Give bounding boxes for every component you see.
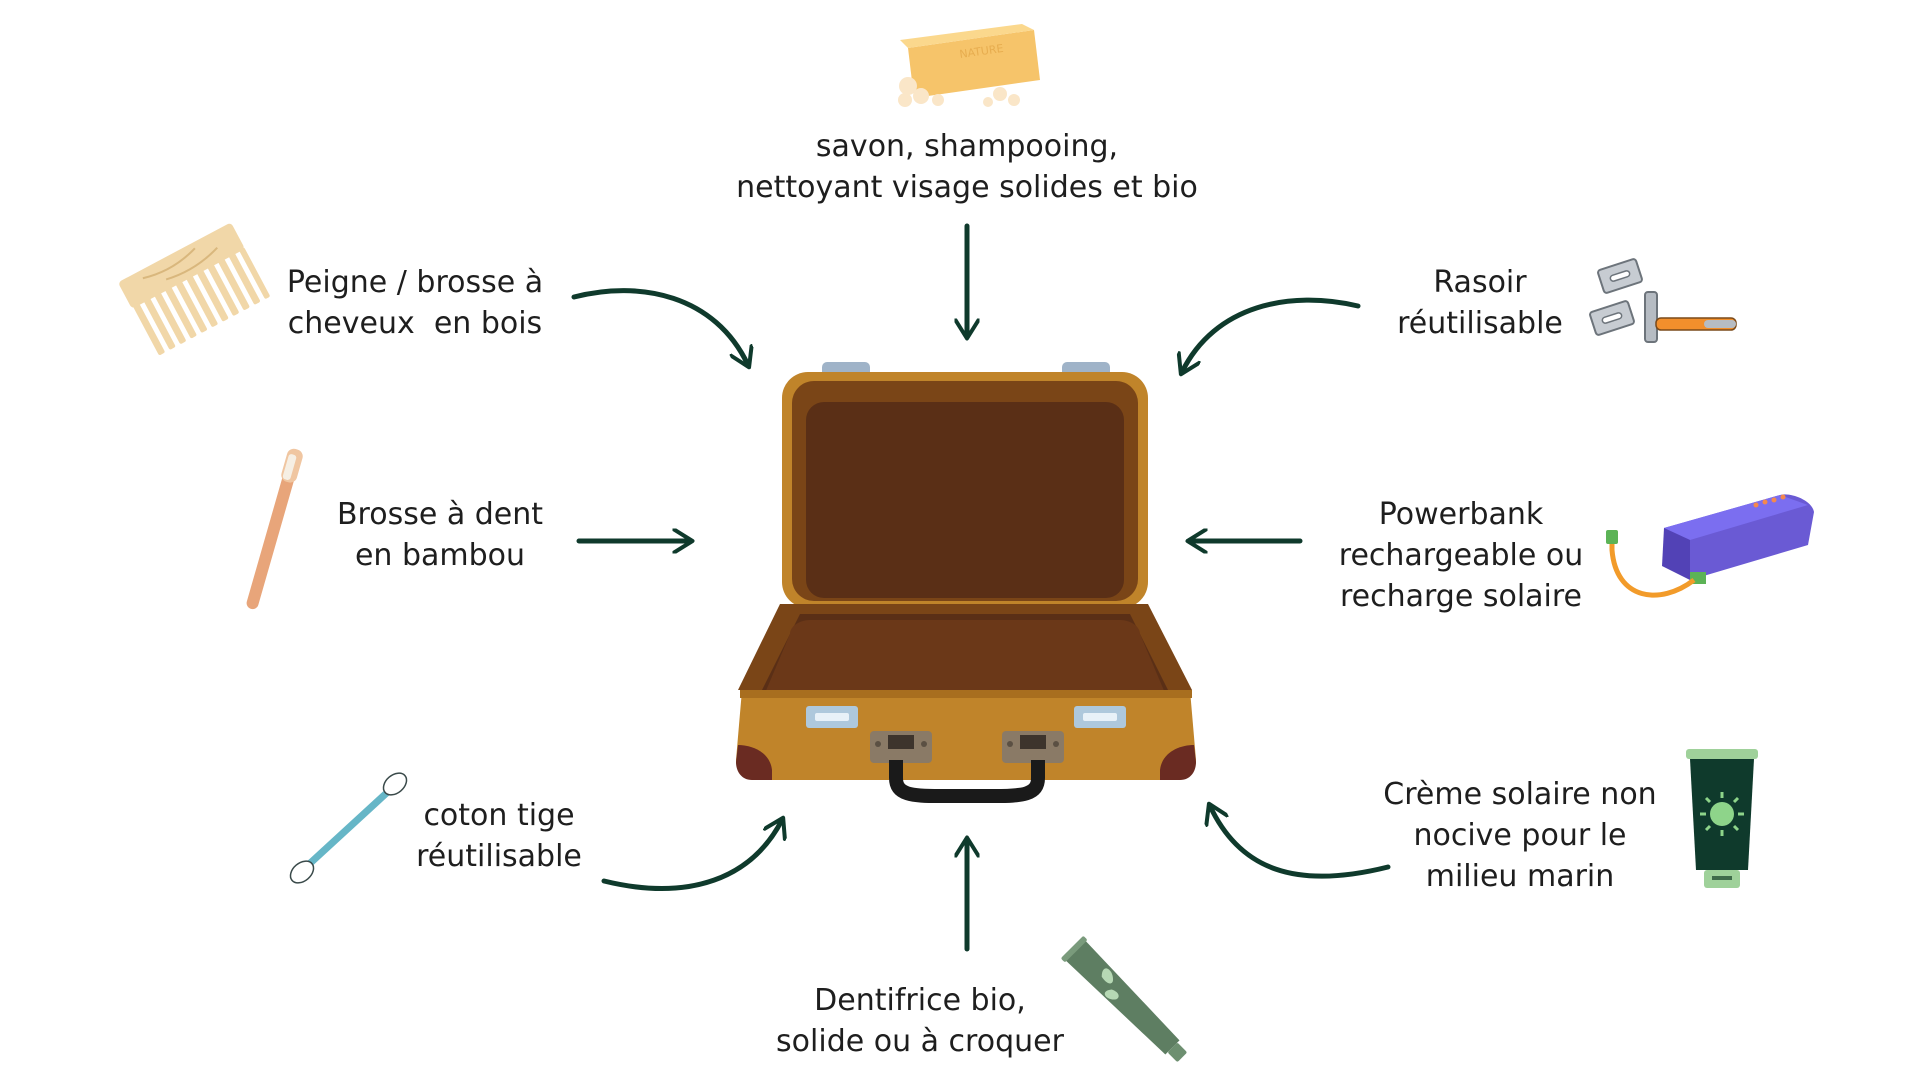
wooden-comb-icon (119, 223, 270, 355)
toothpaste-label-line-2: solide ou à croquer (776, 1024, 1064, 1059)
sunscreen-label-line-3: milieu marin (1425, 859, 1615, 894)
bamboo-toothbrush-icon (246, 448, 303, 610)
soap-bar-icon: NATURE (898, 24, 1040, 107)
safety-razor-icon (1589, 258, 1737, 343)
sunscreen-label: Crème solaire non nocive pour le milieu … (1370, 774, 1670, 897)
toothpaste-label: Dentifrice bio, solide ou à croquer (770, 980, 1070, 1062)
soap-label-line-2: nettoyant visage solides et bio (736, 170, 1198, 205)
sunscreen-label-line-2: nocive pour le (1413, 818, 1627, 853)
powerbank-label-line-1: Powerbank (1378, 497, 1544, 532)
cotton-swab-label-line-1: coton tige (423, 798, 575, 833)
sunscreen-label-line-1: Crème solaire non (1383, 777, 1657, 812)
powerbank-label-line-2: rechargeable ou (1338, 538, 1584, 573)
razor-label-line-2: réutilisable (1397, 306, 1563, 341)
comb-label-line-1: Peigne / brosse à (286, 265, 544, 300)
toothpaste-tube-icon (1061, 936, 1187, 1062)
arrow-cotton-swab (601, 820, 782, 891)
soap-label: savon, shampooing, nettoyant visage soli… (720, 126, 1214, 208)
arrow-comb (571, 288, 748, 365)
cotton-swab-icon (289, 772, 408, 884)
toothbrush-label-line-2: en bambou (354, 538, 526, 573)
razor-label: Rasoir réutilisable (1370, 262, 1590, 344)
arrow-razor (1182, 297, 1361, 372)
arrow-sunscreen (1210, 806, 1391, 879)
toothbrush-label: Brosse à dent en bambou (320, 494, 560, 576)
toothbrush-label-line-1: Brosse à dent (336, 497, 544, 532)
cotton-swab-label-line-2: réutilisable (416, 839, 582, 874)
powerbank-label-line-3: recharge solaire (1339, 579, 1583, 614)
toothpaste-label-line-1: Dentifrice bio, (814, 983, 1026, 1018)
arrows (571, 223, 1391, 952)
razor-label-line-1: Rasoir (1433, 265, 1527, 300)
open-suitcase-icon (736, 362, 1196, 803)
svg-text:NATURE: NATURE (959, 42, 1005, 61)
sunscreen-tube-icon (1686, 749, 1758, 888)
comb-label: Peigne / brosse à cheveux en bois (270, 262, 560, 344)
cotton-swab-label: coton tige réutilisable (404, 795, 594, 877)
soap-label-line-1: savon, shampooing, (815, 129, 1119, 164)
comb-label-line-2: cheveux en bois (287, 306, 543, 341)
powerbank-label: Powerbank rechargeable ou recharge solai… (1326, 494, 1596, 617)
powerbank-icon (1606, 494, 1814, 598)
